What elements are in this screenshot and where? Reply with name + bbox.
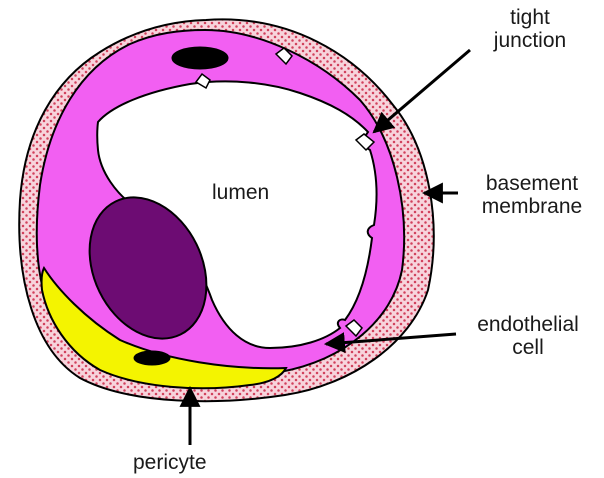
endothelial-cell-label-line2: cell (458, 336, 598, 359)
basement-membrane-label: basement membrane (462, 172, 602, 218)
pericyte-nucleus (134, 351, 170, 365)
tight-junction-label-line1: tight (474, 6, 586, 29)
tight-junction-arrow (374, 50, 470, 132)
endothelial-cell-label: endothelial cell (458, 313, 598, 359)
lumen-label: lumen (212, 181, 269, 204)
basement-membrane-label-line2: membrane (462, 195, 602, 218)
tight-junction-label: tight junction (474, 6, 586, 52)
basement-membrane-label-line1: basement (462, 172, 602, 195)
top-nucleus (172, 47, 228, 69)
pericyte-label: pericyte (133, 451, 207, 474)
tight-junction-label-line2: junction (474, 29, 586, 52)
endothelial-cell-label-line1: endothelial (458, 313, 598, 336)
